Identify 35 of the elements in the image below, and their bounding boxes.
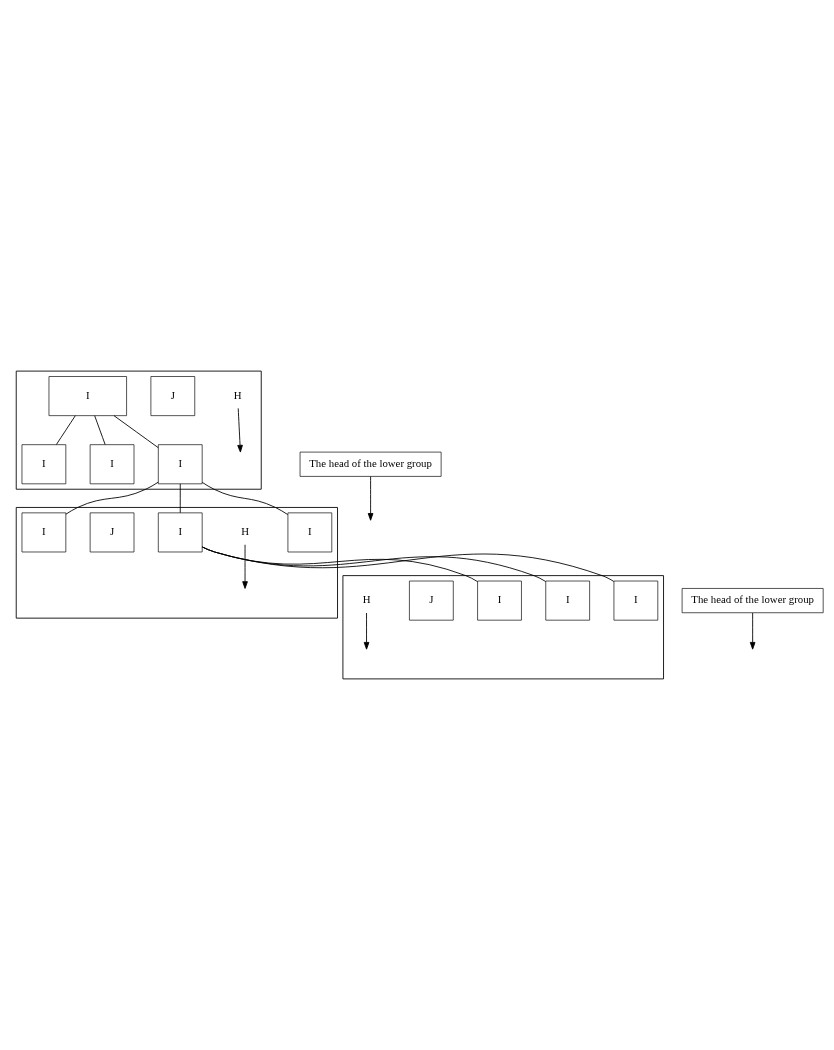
node-box: The head of the lower group bbox=[299, 451, 442, 477]
arrow bbox=[749, 612, 756, 650]
node-box: I bbox=[545, 580, 590, 621]
arrow bbox=[363, 612, 370, 650]
node-box: The head of the lower group bbox=[681, 588, 824, 614]
node-box: I bbox=[89, 444, 135, 485]
node-box: I bbox=[21, 444, 67, 485]
node-box: J bbox=[150, 376, 196, 416]
node-box: I bbox=[157, 444, 203, 485]
node-box: I bbox=[287, 512, 333, 553]
arrow bbox=[367, 476, 374, 521]
node-box: I bbox=[477, 580, 522, 621]
arrow bbox=[237, 407, 243, 453]
connector bbox=[94, 415, 106, 445]
connector bbox=[201, 546, 615, 582]
node-box: J bbox=[89, 512, 135, 553]
node-box: I bbox=[21, 512, 67, 553]
node-text: H bbox=[362, 593, 371, 606]
node-box: J bbox=[409, 580, 454, 621]
cluster bbox=[15, 507, 338, 619]
node-box: I bbox=[48, 376, 127, 416]
cluster bbox=[342, 575, 664, 680]
connector bbox=[65, 481, 159, 515]
arrow bbox=[242, 544, 248, 589]
node-box: I bbox=[613, 580, 659, 621]
connector bbox=[201, 481, 289, 515]
connector bbox=[179, 483, 181, 514]
connector bbox=[55, 415, 76, 445]
node-text: H bbox=[241, 524, 249, 537]
node-box: I bbox=[157, 512, 203, 553]
node-text: H bbox=[233, 388, 242, 401]
connector bbox=[113, 415, 159, 449]
cluster bbox=[15, 370, 262, 490]
connector bbox=[201, 546, 478, 582]
connector bbox=[201, 546, 547, 582]
